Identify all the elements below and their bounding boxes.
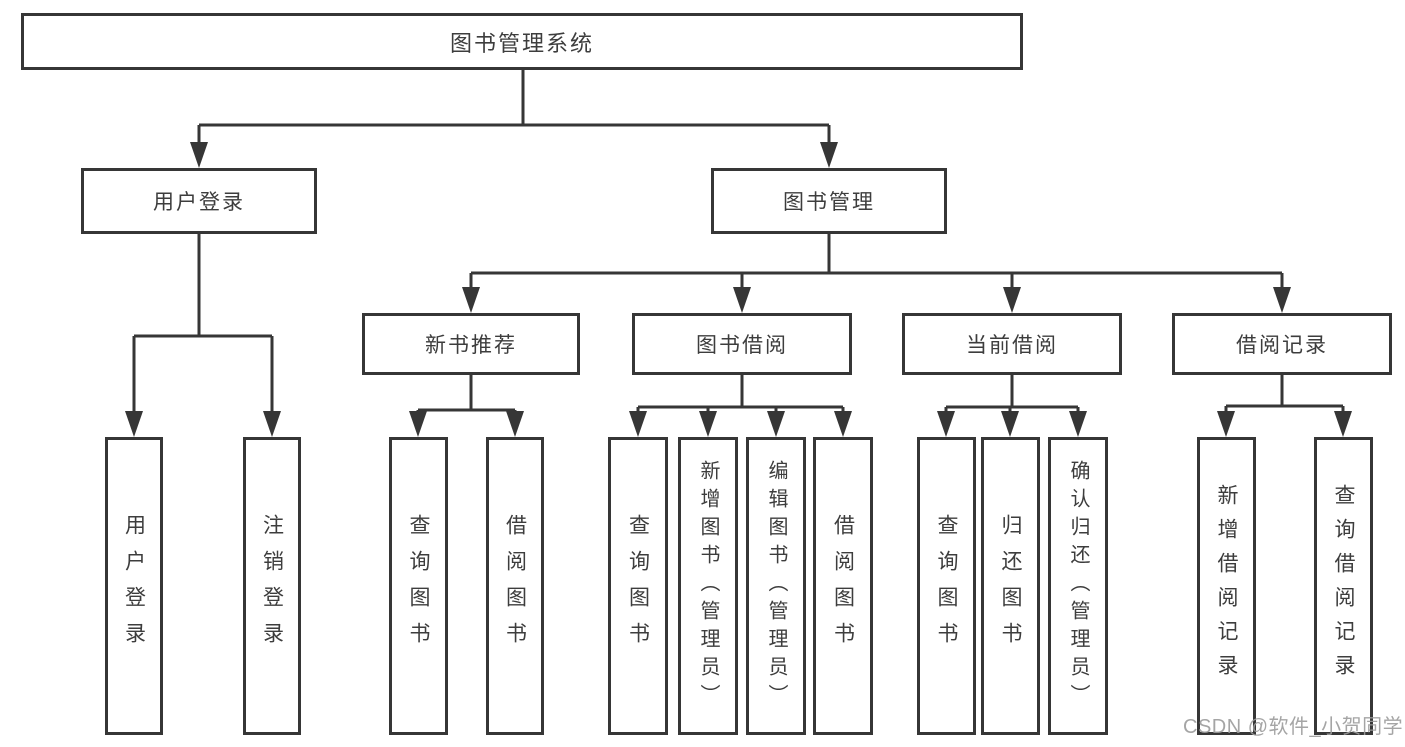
node-user-login: 用户登录 (81, 168, 317, 234)
leaf-edit-books-admin: 编辑图书（管理员） (746, 437, 806, 735)
leaf-query-books-current: 查询图书 (917, 437, 976, 735)
watermark: CSDN @软件_小贺同学 (1183, 716, 1404, 738)
leaf-query-books-recommend: 查询图书 (389, 437, 448, 735)
leaf-return-books: 归还图书 (981, 437, 1040, 735)
leaf-add-borrow-record: 新增借阅记录 (1197, 437, 1256, 735)
leaf-query-books-borrow: 查询图书 (608, 437, 668, 735)
leaf-borrow-books: 借阅图书 (813, 437, 873, 735)
leaf-query-borrow-record: 查询借阅记录 (1314, 437, 1373, 735)
node-book-management: 图书管理 (711, 168, 947, 234)
arrowhead-icons (125, 142, 1352, 437)
node-book-borrow: 图书借阅 (632, 313, 852, 375)
node-borrow-records: 借阅记录 (1172, 313, 1392, 375)
node-current-borrow: 当前借阅 (902, 313, 1122, 375)
node-root-system: 图书管理系统 (21, 13, 1023, 70)
leaf-confirm-return-admin: 确认归还（管理员） (1048, 437, 1108, 735)
node-new-book-recommend: 新书推荐 (362, 313, 580, 375)
leaf-logout: 注销登录 (243, 437, 301, 735)
leaf-borrow-books-recommend: 借阅图书 (486, 437, 544, 735)
leaf-add-books-admin: 新增图书（管理员） (678, 437, 738, 735)
leaf-user-login: 用户登录 (105, 437, 163, 735)
